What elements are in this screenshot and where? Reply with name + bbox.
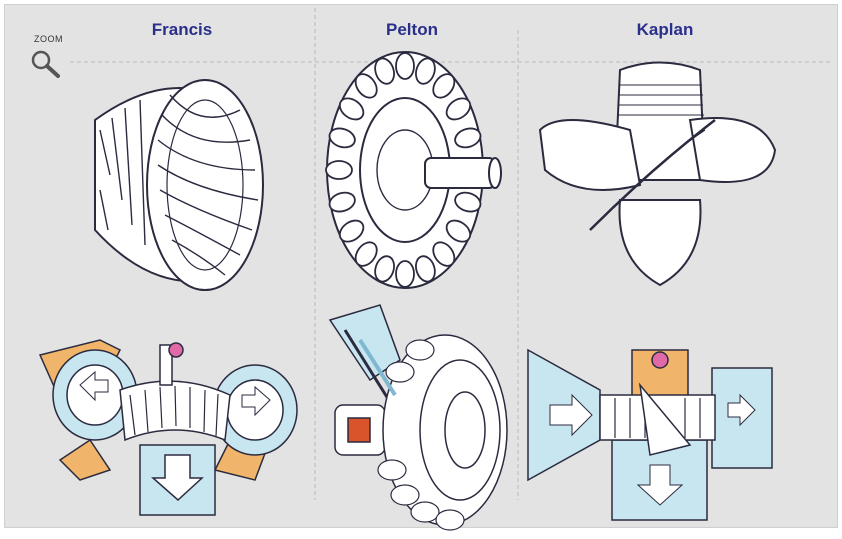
pelton-bucket [326,161,352,179]
kaplan-section [528,350,772,520]
francis-section [40,340,297,515]
francis-runner [95,80,263,290]
pelton-bucket [396,53,414,79]
kaplan-runner [540,63,775,286]
pelton-section [330,305,507,530]
pelton-wheel [326,52,501,288]
pelton-bucket [396,261,414,287]
